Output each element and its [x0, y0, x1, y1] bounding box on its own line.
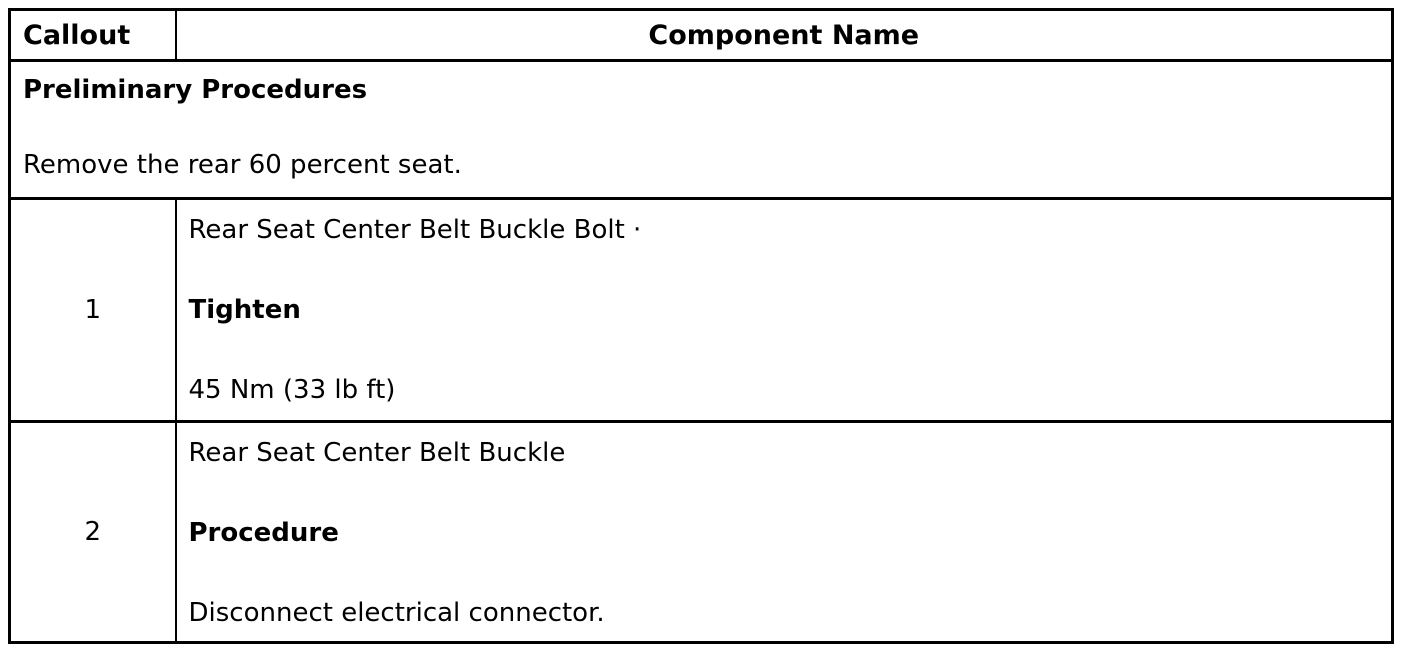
callout-number: 1 [8, 197, 177, 423]
callout-number: 2 [8, 420, 177, 644]
table-row: 2 Rear Seat Center Belt Buckle Procedure… [8, 420, 1394, 644]
preliminary-procedures-body: Remove the rear 60 percent seat. [23, 150, 462, 180]
component-cell: Rear Seat Center Belt Buckle Bolt · Tigh… [174, 197, 1394, 423]
component-spec-text: 45 Nm (33 lb ft) [188, 375, 396, 405]
callout-column-header: Callout [8, 8, 177, 62]
component-name-column-header: Component Name [174, 8, 1394, 62]
component-subheading: Tighten [188, 295, 301, 325]
preliminary-procedures-cell: Preliminary Procedures Remove the rear 6… [8, 59, 1394, 200]
component-name-text: Rear Seat Center Belt Buckle Bolt · [188, 215, 642, 245]
component-cell: Rear Seat Center Belt Buckle Procedure D… [174, 420, 1394, 644]
table-row: 1 Rear Seat Center Belt Buckle Bolt · Ti… [8, 197, 1394, 423]
component-subheading: Procedure [188, 518, 339, 548]
table-header-row: Callout Component Name [8, 8, 1394, 62]
component-instruction-text: Disconnect electrical connector. [188, 598, 605, 628]
preliminary-procedures-title: Preliminary Procedures [23, 75, 368, 105]
component-callout-table: Callout Component Name Preliminary Proce… [8, 8, 1394, 644]
component-name-text: Rear Seat Center Belt Buckle [188, 438, 566, 468]
preliminary-procedures-row: Preliminary Procedures Remove the rear 6… [8, 59, 1394, 200]
